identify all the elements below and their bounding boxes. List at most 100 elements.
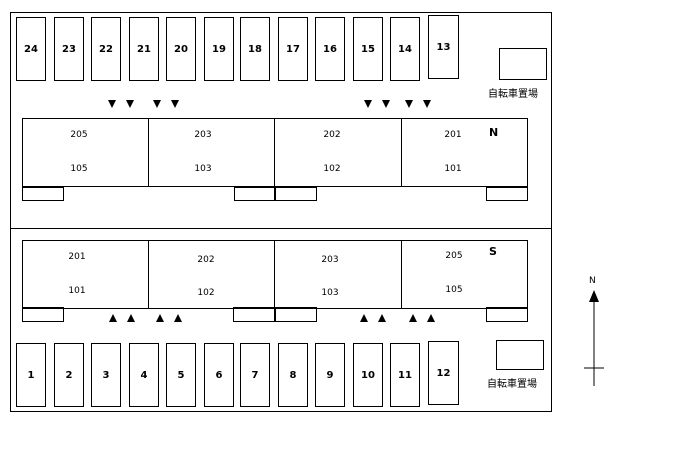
entrance-step (233, 308, 275, 322)
parking-number: 2 (65, 369, 73, 381)
entrance-step (275, 308, 317, 322)
entrance-arrow-down-icon (126, 100, 134, 108)
entrance-step (22, 308, 64, 322)
entrance-arrow-down-icon (171, 100, 179, 108)
parking-space-1[interactable]: 1 (16, 343, 46, 407)
unit-divider (274, 118, 275, 187)
unit-divider (274, 240, 275, 309)
parking-number: 4 (140, 369, 148, 381)
parking-number: 7 (251, 369, 259, 381)
unit-number-upper: 202 (197, 255, 215, 265)
unit-number-lower: 102 (323, 164, 341, 174)
north-building (22, 118, 528, 187)
parking-space-2[interactable]: 2 (54, 343, 84, 407)
parking-space-12[interactable]: 12 (428, 341, 459, 405)
unit-number-upper: 201 (68, 252, 86, 262)
parking-number: 13 (436, 41, 451, 53)
entrance-arrow-down-icon (382, 100, 390, 108)
parking-space-19[interactable]: 19 (204, 17, 234, 81)
parking-space-14[interactable]: 14 (390, 17, 420, 81)
parking-number: 5 (177, 369, 185, 381)
parking-number: 14 (398, 43, 412, 55)
unit-number-upper: 203 (194, 130, 212, 140)
parking-space-3[interactable]: 3 (91, 343, 121, 407)
unit-number-lower: 102 (197, 288, 215, 298)
parking-number: 11 (398, 369, 412, 381)
unit-divider (148, 240, 149, 309)
south-building (22, 240, 528, 309)
entrance-arrow-down-icon (108, 100, 116, 108)
parking-number: 1 (27, 369, 35, 381)
parking-space-10[interactable]: 10 (353, 343, 383, 407)
compass-north-label: N (589, 276, 596, 286)
entrance-arrow-up-icon (109, 314, 117, 322)
unit-number-upper: 203 (321, 255, 339, 265)
parking-space-17[interactable]: 17 (278, 17, 308, 81)
entrance-arrow-up-icon (174, 314, 182, 322)
entrance-arrow-up-icon (127, 314, 135, 322)
parking-space-18[interactable]: 18 (240, 17, 270, 81)
parking-number: 19 (212, 43, 226, 55)
unit-number-lower: 101 (444, 164, 462, 174)
parking-space-6[interactable]: 6 (204, 343, 234, 407)
parking-space-22[interactable]: 22 (91, 17, 121, 81)
unit-number-upper: 201 (444, 130, 462, 140)
unit-number-lower: 103 (321, 288, 339, 298)
unit-number-lower: 105 (70, 164, 88, 174)
entrance-step (234, 187, 275, 201)
parking-number: 16 (323, 43, 337, 55)
entrance-arrow-up-icon (378, 314, 386, 322)
north-bike-parking[interactable] (499, 48, 547, 80)
entrance-arrow-down-icon (153, 100, 161, 108)
unit-number-lower: 103 (194, 164, 212, 174)
parking-number: 17 (286, 43, 300, 55)
parking-space-7[interactable]: 7 (240, 343, 270, 407)
entrance-arrow-down-icon (405, 100, 413, 108)
parking-number: 24 (24, 43, 38, 55)
entrance-arrow-down-icon (364, 100, 372, 108)
parking-space-5[interactable]: 5 (166, 343, 196, 407)
parking-space-24[interactable]: 24 (16, 17, 46, 81)
unit-divider (148, 118, 149, 187)
entrance-arrow-up-icon (427, 314, 435, 322)
parking-number: 9 (326, 369, 334, 381)
unit-number-upper: 202 (323, 130, 341, 140)
parking-space-11[interactable]: 11 (390, 343, 420, 407)
unit-number-upper: 205 (445, 251, 463, 261)
parking-space-21[interactable]: 21 (129, 17, 159, 81)
parking-space-16[interactable]: 16 (315, 17, 345, 81)
entrance-arrow-down-icon (423, 100, 431, 108)
parking-number: 21 (137, 43, 151, 55)
south-bike-parking[interactable] (496, 340, 544, 370)
entrance-arrow-up-icon (409, 314, 417, 322)
parking-space-4[interactable]: 4 (129, 343, 159, 407)
parking-space-23[interactable]: 23 (54, 17, 84, 81)
parking-number: 10 (361, 369, 375, 381)
parking-space-9[interactable]: 9 (315, 343, 345, 407)
compass: N (582, 276, 606, 388)
parking-space-8[interactable]: 8 (278, 343, 308, 407)
parking-space-20[interactable]: 20 (166, 17, 196, 81)
parking-number: 8 (289, 369, 297, 381)
entrance-arrow-up-icon (360, 314, 368, 322)
entrance-step (486, 308, 528, 322)
parking-space-15[interactable]: 15 (353, 17, 383, 81)
parking-number: 22 (99, 43, 113, 55)
parking-number: 23 (62, 43, 76, 55)
north-block-label: N (489, 126, 499, 139)
parking-number: 12 (436, 367, 451, 379)
north-bike-parking-label: 自転車置場 (488, 89, 538, 100)
block-divider (10, 228, 552, 229)
parking-space-13[interactable]: 13 (428, 15, 459, 79)
south-bike-parking-label: 自転車置場 (487, 379, 537, 390)
parking-number: 20 (174, 43, 188, 55)
entrance-step (22, 187, 64, 201)
north-arrow-icon (584, 290, 604, 386)
entrance-step (275, 187, 317, 201)
south-block-label: S (489, 245, 497, 258)
unit-number-lower: 105 (445, 285, 463, 295)
parking-number: 18 (248, 43, 262, 55)
unit-number-lower: 101 (68, 286, 86, 296)
parking-number: 3 (102, 369, 110, 381)
parking-number: 6 (215, 369, 223, 381)
